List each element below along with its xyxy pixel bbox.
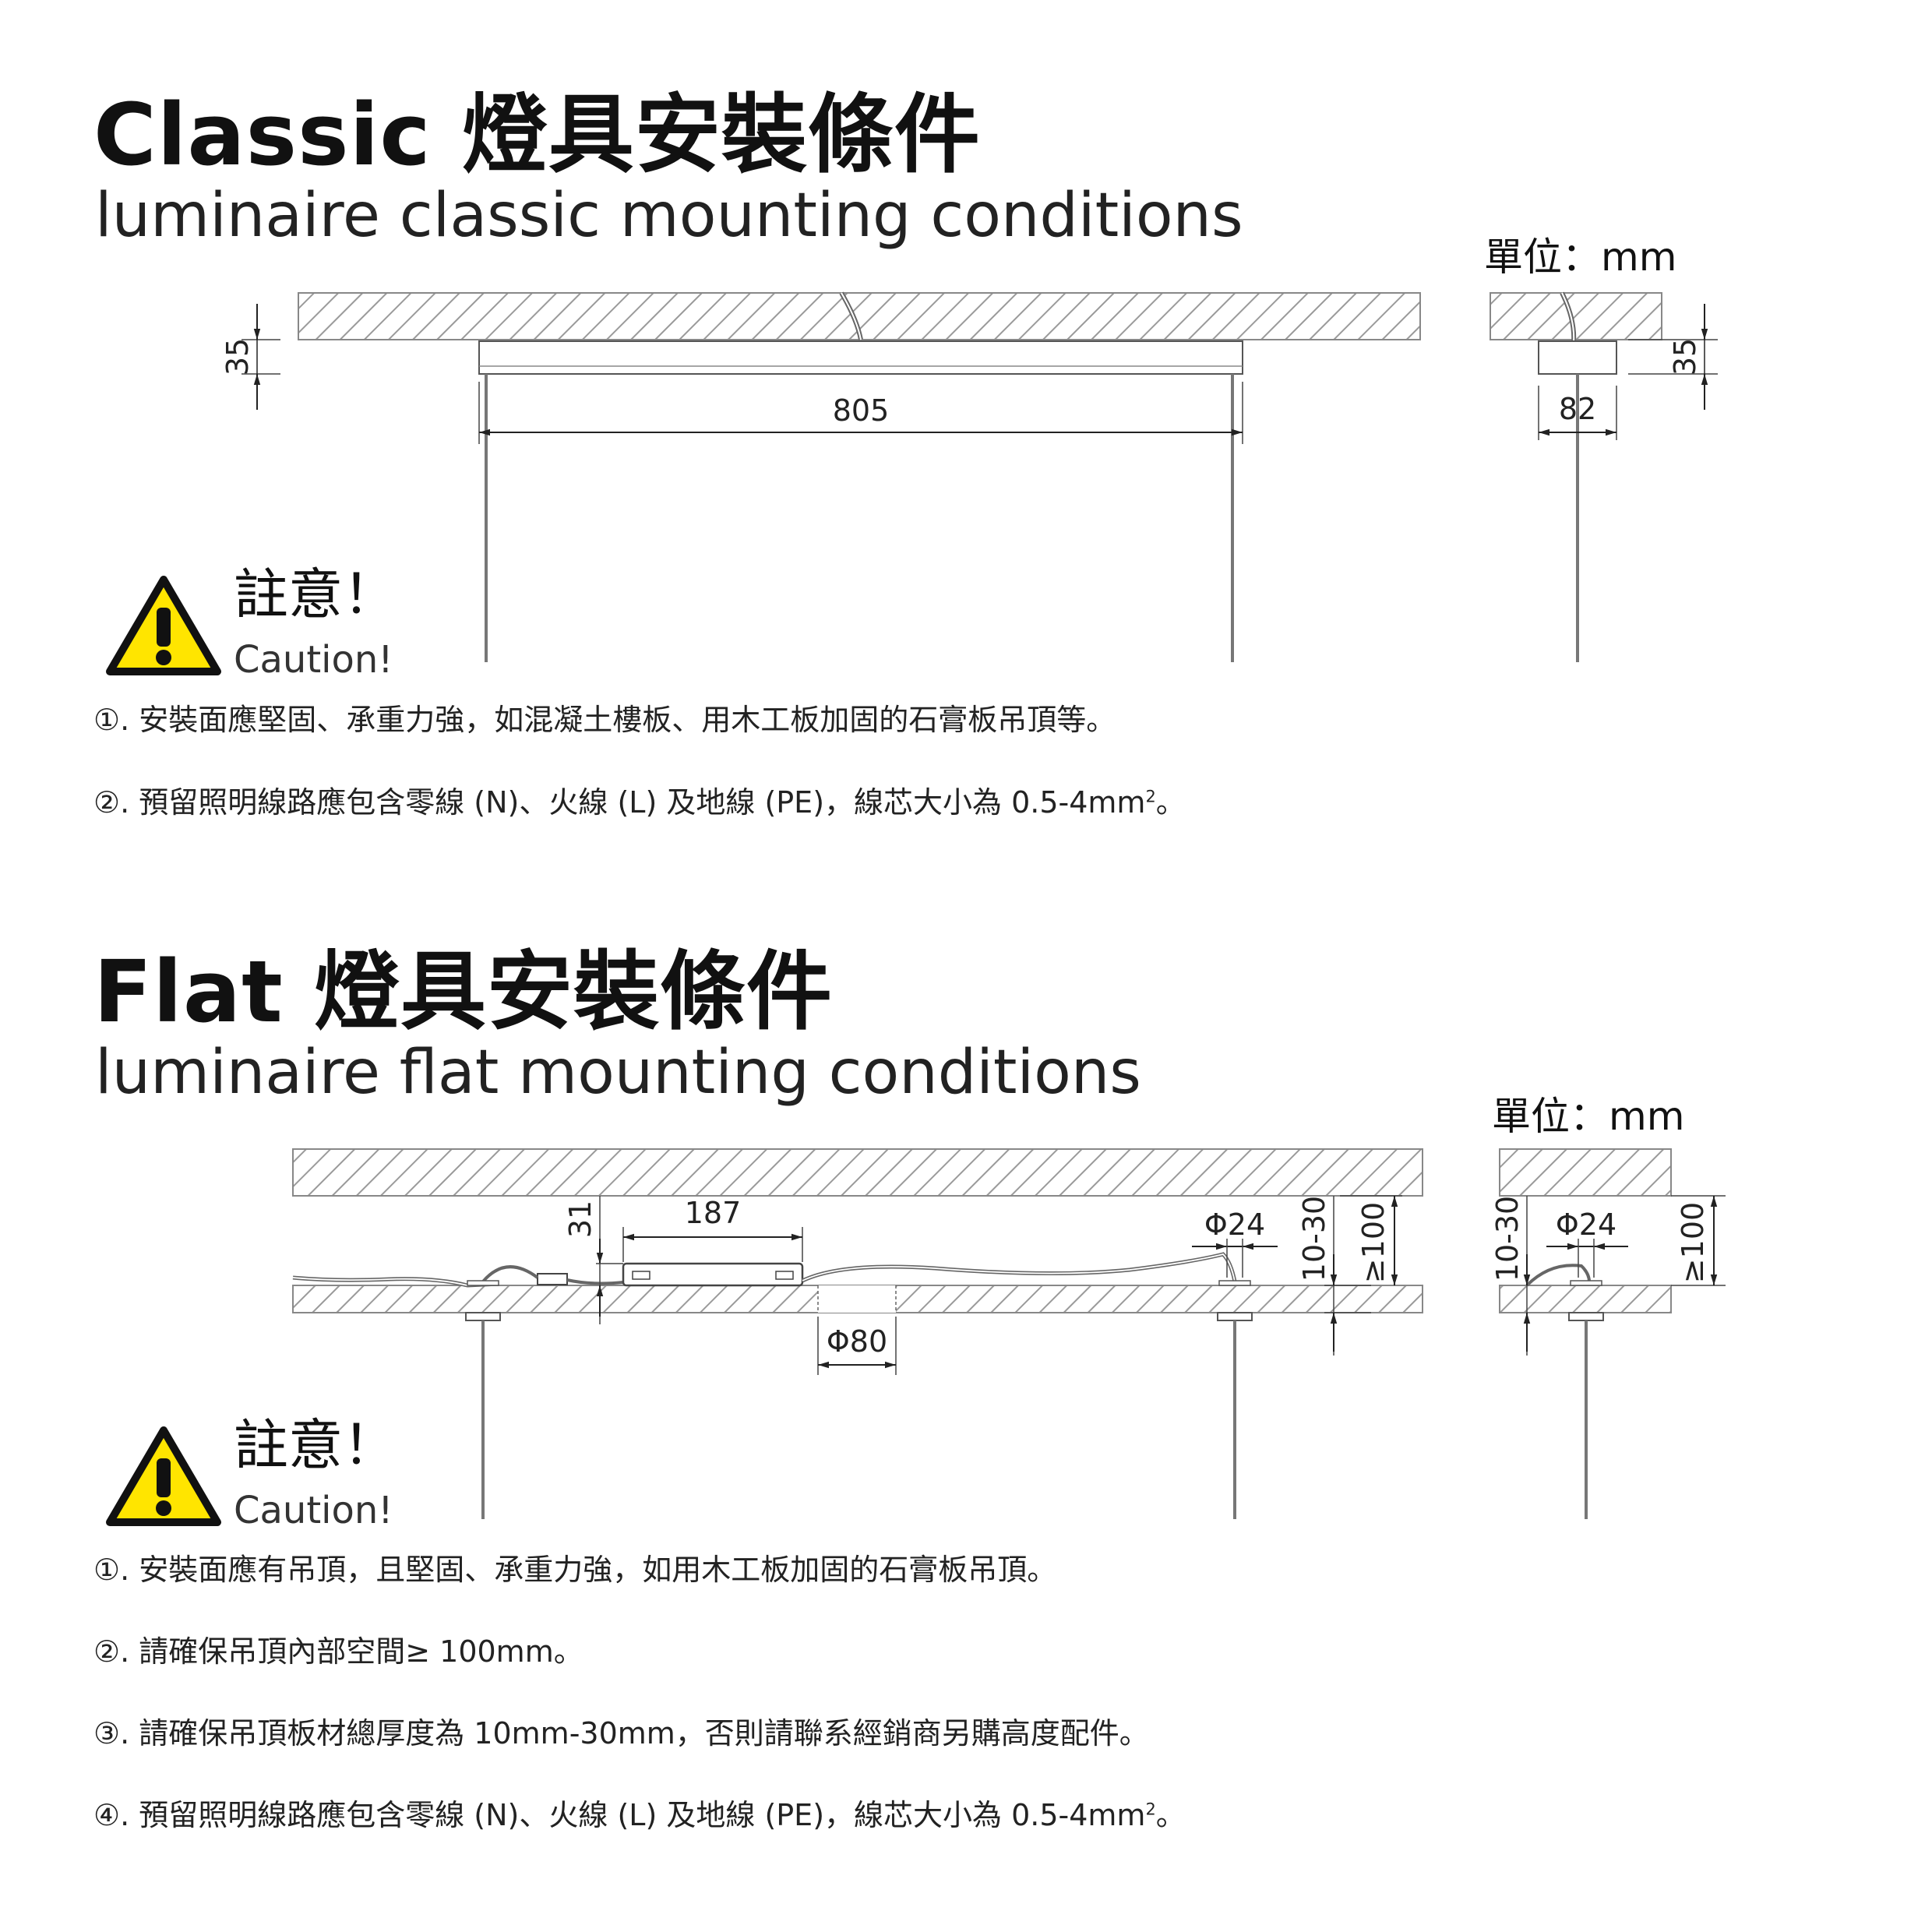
flat-upper-slab: [292, 1148, 1423, 1197]
classic-luminaire-body: [478, 340, 1243, 375]
flat-side-upper-slab: [1499, 1148, 1672, 1197]
warning-icon: [106, 1426, 221, 1526]
classic-caution-en: Caution!: [234, 638, 393, 682]
flat-terminal-block: [537, 1273, 568, 1285]
flat-side-dim-hole-small: Φ24: [1556, 1208, 1616, 1242]
flat-front-drawing: 31 187 Φ80 Φ24 10-30 ≥100 Φ24 10-30 ≥100: [292, 1148, 1726, 1519]
classic-unit-label: 單位：mm: [1484, 234, 1677, 280]
classic-note-1: ①. 安裝面應堅固、承重力強，如混凝土樓板、用木工板加固的石膏板吊頂等。: [93, 703, 1116, 737]
classic-note-2: ②. 預留照明線路應包含零線 (N)、火線 (L) 及地線 (PE)，線芯大小為…: [93, 785, 1186, 821]
classic-title: Classic 燈具安裝條件: [93, 85, 981, 185]
flat-side-dim-cavity: ≥100: [1676, 1202, 1710, 1283]
classic-note-2-end: 。: [1155, 785, 1186, 820]
flat-caution-en: Caution!: [234, 1489, 393, 1532]
classic-dim-height-left: 35: [220, 338, 255, 375]
classic-caution-zh: 註意！: [234, 562, 397, 626]
flat-side-dim-thickness: 10-30: [1490, 1196, 1525, 1282]
classic-side-luminaire: [1538, 340, 1617, 375]
classic-note-2-superscript: 2: [1145, 787, 1156, 806]
classic-front-drawing: 35 805 82 35: [220, 291, 1718, 662]
flat-note-4-superscript: 2: [1145, 1800, 1156, 1819]
flat-dim-hole-small: Φ24: [1204, 1208, 1265, 1242]
flat-dim-driver-length: 187: [685, 1196, 742, 1230]
flat-dim-hole-large: Φ80: [827, 1324, 887, 1359]
flat-note-4: ④. 預留照明線路應包含零線 (N)、火線 (L) 及地線 (PE)，線芯大小為…: [93, 1798, 1186, 1834]
flat-subtitle: luminaire flat mounting conditions: [95, 1038, 1141, 1108]
flat-side-ceiling-board: [1499, 1285, 1672, 1313]
flat-caution: 註意！ Caution!: [105, 1418, 541, 1535]
classic-dim-height-right: 35: [1668, 338, 1702, 375]
flat-note-4-end: 。: [1155, 1798, 1186, 1832]
flat-caution-zh: 註意！: [234, 1413, 397, 1477]
warning-icon: [106, 576, 221, 675]
classic-caution: 註意！ Caution!: [105, 567, 541, 684]
flat-note-3: ③. 請確保吊頂板材總厚度為 10mm-30mm，否則請聯系經銷商另購高度配件。: [93, 1716, 1149, 1750]
classic-dim-length: 805: [833, 393, 890, 428]
classic-dim-width: 82: [1559, 392, 1596, 426]
flat-note-2: ②. 請確保吊頂內部空間≥ 100mm。: [93, 1634, 583, 1669]
flat-dim-driver-height: 31: [563, 1200, 598, 1238]
classic-note-2-text: ②. 預留照明線路應包含零線 (N)、火線 (L) 及地線 (PE)，線芯大小為…: [93, 785, 1146, 820]
flat-dim-cavity: ≥100: [1356, 1202, 1391, 1283]
flat-note-1: ①. 安裝面應有吊頂，且堅固、承重力強，如用木工板加固的石膏板吊頂。: [93, 1553, 1057, 1587]
flat-driver: [622, 1262, 804, 1287]
flat-dim-thickness: 10-30: [1297, 1196, 1331, 1282]
flat-unit-label: 單位：mm: [1492, 1094, 1685, 1139]
classic-subtitle: luminaire classic mounting conditions: [95, 181, 1243, 251]
flat-note-4-text: ④. 預留照明線路應包含零線 (N)、火線 (L) 及地線 (PE)，線芯大小為…: [93, 1798, 1146, 1832]
flat-title: Flat 燈具安裝條件: [93, 942, 833, 1042]
